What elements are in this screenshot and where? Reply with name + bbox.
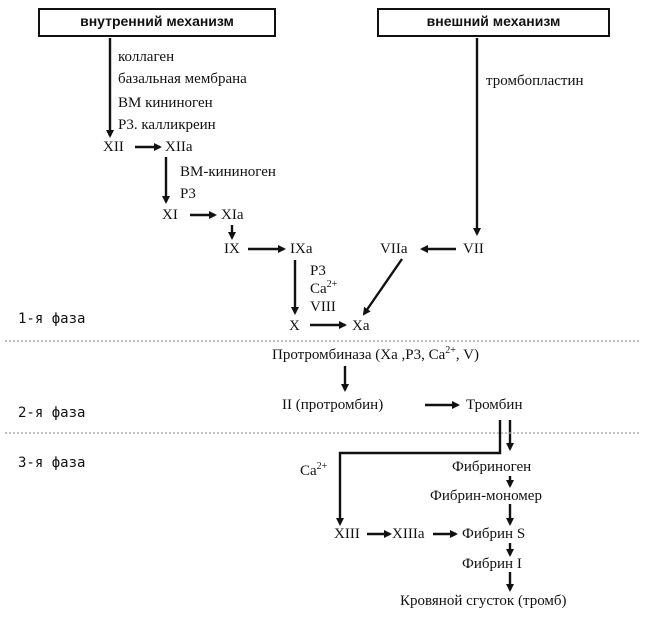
factor-hmw-kininogen: ВМ кининоген [118,95,213,111]
extrinsic-mechanism-header: внешний механизм [377,8,610,37]
node-xi: XI [162,207,178,223]
node-clot: Кровяной сгусток (тромб) [400,593,567,609]
factor-basement-membrane: базальная мембрана [118,71,247,87]
cofactor-viii: VIII [310,299,336,315]
node-xiiia: XIIIa [392,526,425,542]
node-fibrinogen: Фибриноген [452,459,532,475]
node-fibrin-s: Фибрин S [462,526,526,542]
node-xiia: XIIa [165,139,193,155]
node-x: X [289,318,300,334]
arrow-thrombin-xiii [336,420,502,526]
phase-label-2: 2-я фаза [18,405,86,421]
node-viia: VIIa [380,241,408,257]
node-xii: XII [103,139,124,155]
intrinsic-mechanism-header: внутренний механизм [38,8,276,37]
node-fibrin-monomer: Фибрин-мономер [430,488,542,504]
phase-label-3: 3-я фаза [18,455,86,471]
prothrombinase: Протромбиназа (Xa ,Р3, Ca2+, V) [272,345,479,363]
factor-collagen: коллаген [118,49,175,65]
node-ixa: IXa [290,241,313,257]
node-ix: IX [224,241,240,257]
cofactor-p3-xi: Р3 [180,186,196,202]
node-xa: Xa [352,318,370,334]
cofactor-hmw-kininogen: ВМ-кининоген [180,164,276,180]
phase-label-1: 1-я фаза [18,311,86,327]
node-vii: VII [463,241,484,257]
factor-thromboplastin: тромбопластин [486,73,584,89]
arrow-viia-xa [362,258,403,316]
node-prothrombin: II (протромбин) [282,397,384,413]
node-fibrin-i: Фибрин I [462,556,522,572]
node-thrombin: Тромбин [466,397,523,413]
cofactor-calcium-x: Ca2+ [310,279,338,297]
node-xiii: XIII [334,526,360,542]
factor-p3-kallikrein: Р3. калликреин [118,117,216,133]
cofactor-calcium-xiii: Ca2+ [300,461,328,479]
node-xia: XIa [221,207,244,223]
cofactor-p3-x: Р3 [310,263,326,279]
